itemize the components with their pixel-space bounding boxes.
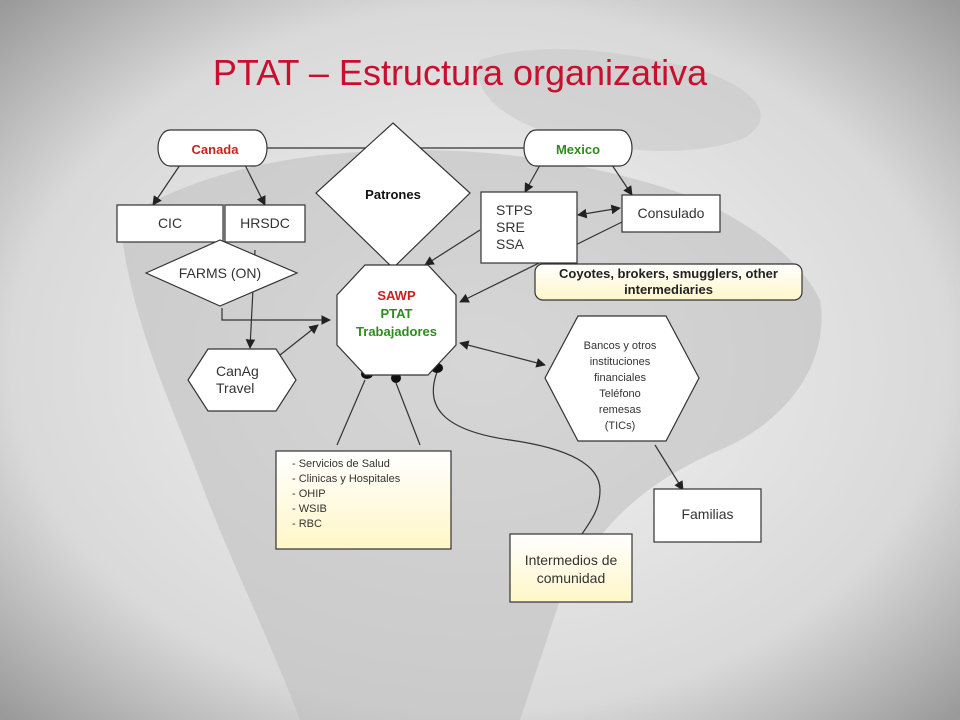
agency-sre: SRE bbox=[496, 219, 525, 235]
mexico-to-consulado bbox=[611, 164, 633, 196]
banks-line-1: Bancos y otros bbox=[583, 340, 657, 352]
mexico-to-stps bbox=[524, 164, 541, 193]
intermediaries-line-1: Coyotes, brokers, smugglers, other bbox=[559, 266, 778, 281]
canag-to-center bbox=[279, 324, 319, 356]
center-services-right bbox=[395, 382, 421, 446]
consulado-stps-link bbox=[577, 204, 621, 219]
center-octagon bbox=[336, 264, 457, 376]
mexico-label: Mexico bbox=[555, 142, 601, 157]
cic-box bbox=[116, 204, 224, 243]
mexico-node-shape bbox=[523, 129, 633, 167]
stps-to-center bbox=[424, 229, 481, 266]
familias-label: Familias bbox=[681, 506, 734, 522]
farms-label: FARMS (ON) bbox=[178, 265, 262, 281]
canada-to-cic bbox=[152, 164, 181, 206]
cic-label: CIC bbox=[157, 215, 183, 231]
center-services-left bbox=[336, 379, 366, 446]
canag-label: CanAg Travel bbox=[216, 363, 259, 397]
service-item: - Servicios de Salud bbox=[292, 458, 390, 470]
agency-ssa: SSA bbox=[496, 236, 525, 252]
banks-line-2: instituciones bbox=[589, 356, 651, 368]
canag-line-1: CanAg bbox=[216, 363, 259, 379]
banks-line-3: financiales bbox=[594, 372, 646, 384]
intermediaries-label: Coyotes, brokers, smugglers, other inter… bbox=[535, 266, 802, 298]
canag-line-2: Travel bbox=[216, 380, 255, 396]
consulado-label: Consulado bbox=[637, 205, 705, 221]
center-labels: SAWP PTAT Trabajadores bbox=[337, 287, 456, 341]
intermediaries-line-2: intermediaries bbox=[624, 282, 713, 297]
familias-box bbox=[653, 488, 762, 543]
hrsdc-box bbox=[224, 204, 306, 243]
hrsdc-label: HRSDC bbox=[240, 215, 290, 231]
banks-line-5: remesas bbox=[598, 404, 642, 416]
mexican-agencies-list: STPS SRE SSA bbox=[496, 202, 533, 253]
community-box bbox=[509, 533, 633, 603]
canada-label: Canada bbox=[191, 142, 239, 157]
sawp-label: SAWP bbox=[377, 288, 416, 303]
service-item: - Clinicas y Hospitales bbox=[292, 473, 401, 485]
service-item: - WSIB bbox=[292, 503, 327, 515]
banks-line-6: (TICs) bbox=[604, 420, 636, 432]
banks-to-familias bbox=[654, 444, 684, 491]
community-line-1: Intermedios de bbox=[524, 552, 618, 568]
canag-hexagon bbox=[187, 348, 297, 412]
banks-hexagon bbox=[544, 315, 700, 442]
services-list: - Servicios de Salud - Clinicas y Hospit… bbox=[292, 457, 400, 532]
trabajadores-label: Trabajadores bbox=[356, 324, 437, 339]
farms-diamond bbox=[144, 239, 299, 307]
agency-stps: STPS bbox=[496, 202, 533, 218]
canada-to-hrsdc bbox=[244, 164, 266, 206]
services-box bbox=[275, 450, 452, 550]
community-line-2: comunidad bbox=[536, 570, 606, 586]
intermediaries-box bbox=[534, 263, 803, 301]
farms-to-center bbox=[221, 308, 331, 325]
consulado-box bbox=[621, 194, 721, 233]
banks-line-4: Teléfono bbox=[599, 388, 641, 400]
center-community-curve bbox=[432, 371, 601, 538]
patrones-label: Patrones bbox=[365, 187, 421, 202]
canada-node-shape bbox=[157, 129, 268, 167]
banks-label: Bancos y otros instituciones financiales… bbox=[560, 338, 680, 434]
stps-box bbox=[480, 191, 578, 264]
center-banks-link bbox=[459, 340, 546, 368]
community-label: Intermedios de comunidad bbox=[510, 551, 632, 587]
page-title: PTAT – Estructura organizativa bbox=[212, 52, 708, 93]
service-item: - RBC bbox=[292, 518, 322, 530]
ptat-label: PTAT bbox=[380, 306, 413, 321]
service-item: - OHIP bbox=[292, 488, 326, 500]
